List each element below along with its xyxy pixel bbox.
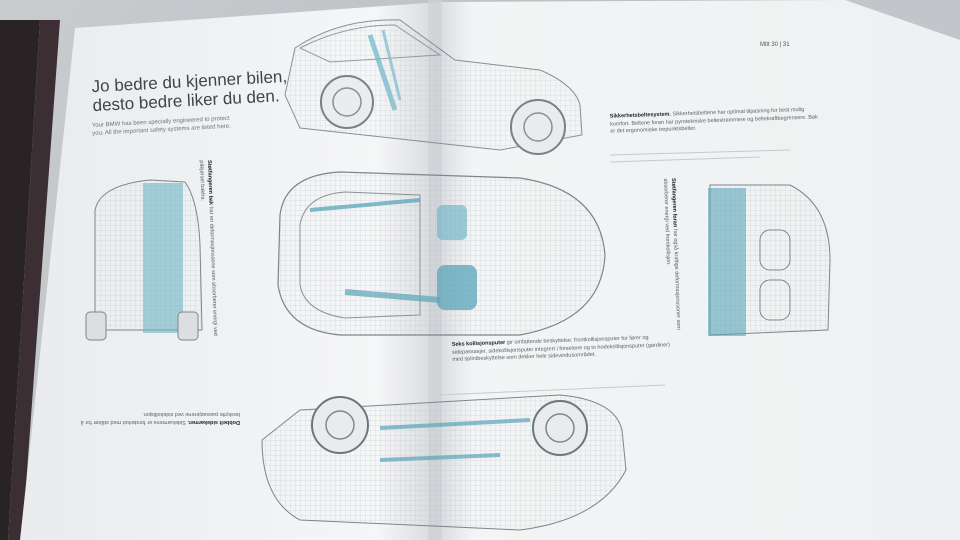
page-number: Mitt 30 | 31 <box>760 42 790 48</box>
car-front-view <box>708 184 831 336</box>
side-sill-caption: Dobbelt sidekarmer. Sidekarmene er forst… <box>60 410 240 426</box>
car-underside-view <box>261 394 627 531</box>
sill-title: Dobbelt sidekarmer. <box>187 419 240 425</box>
car-top-view <box>277 171 606 336</box>
car-rear-view <box>85 179 203 341</box>
airbag-title: Seks kollisjonsputer <box>451 339 506 348</box>
cover-edge <box>0 20 40 540</box>
text-lines <box>439 149 791 396</box>
car-side-view <box>284 19 583 155</box>
